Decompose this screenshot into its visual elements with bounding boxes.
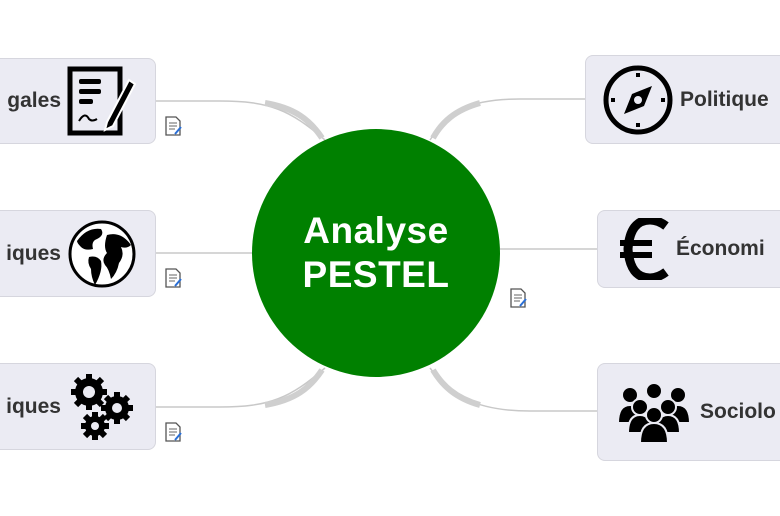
connector-sociologiques [429,367,597,412]
note-edit-icon[interactable] [165,116,183,136]
note-edit-icon[interactable] [165,268,183,288]
topic-sociologiques[interactable]: Sociolo [597,363,780,461]
topic-technologiques[interactable]: iques [0,363,156,450]
central-topic-line1: Analyse [303,210,449,251]
note-edit-icon[interactable] [165,422,183,442]
contract-signature-icon [67,66,137,136]
note-edit-icon[interactable] [510,288,528,308]
globe-icon [68,220,136,287]
central-topic[interactable]: Analyse PESTEL [252,129,500,377]
compass-icon [603,65,673,134]
euro-icon [620,218,669,280]
topic-politiques[interactable]: Politique [585,55,780,144]
topic-label: gales [7,89,61,112]
topic-label: iques [6,241,61,265]
topic-legales[interactable]: gales [0,58,156,144]
topic-ecologiques[interactable]: iques [0,210,156,297]
group-people-icon [616,382,692,443]
topic-label: Politique [680,87,769,111]
topic-label: Économi [676,237,765,260]
central-topic-line2: PESTEL [302,254,450,295]
connector-politiques [429,98,585,141]
topic-label: iques [6,394,61,418]
topic-label: Sociolo [700,400,776,423]
topic-economiques[interactable]: Économi [597,210,780,288]
connector-technologiques [155,367,326,408]
gears-icon [71,373,133,440]
